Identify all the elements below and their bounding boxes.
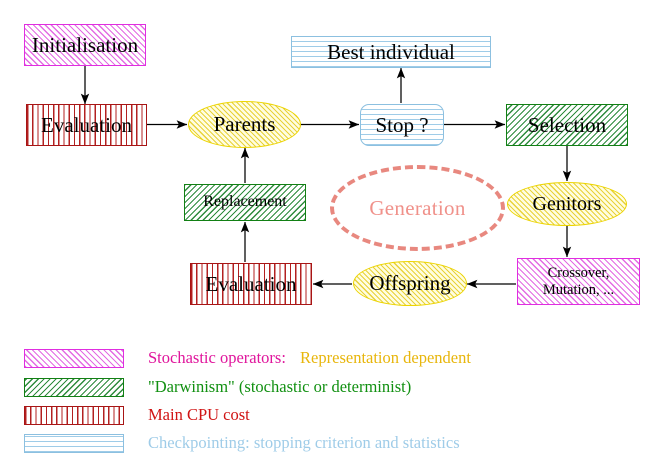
node-evaluation-bottom[interactable]: Evaluation xyxy=(190,263,312,305)
legend-row-main-cpu-cost: Main CPU cost xyxy=(24,405,250,425)
legend-row-checkpointing: Checkpointing: stopping criterion and st… xyxy=(24,433,460,453)
node-parents[interactable]: Parents xyxy=(188,101,301,148)
legend-label-main-cpu-cost: Main CPU cost xyxy=(148,405,250,424)
node-crossover-label-line1: Crossover, xyxy=(547,265,610,282)
legend-swatch-green-diagonal xyxy=(24,377,124,397)
legend-label-representation-dependent: Representation dependent xyxy=(300,348,471,367)
legend-label-darwinism: "Darwinism" (stochastic or determinist) xyxy=(148,377,412,396)
node-stop-label: Stop ? xyxy=(375,112,429,137)
node-crossover-label-line2: Mutation, ... xyxy=(542,281,615,298)
node-best-individual[interactable]: Best individual xyxy=(291,36,491,68)
node-replacement-label: Replacement xyxy=(203,193,287,211)
legend-label-checkpointing: Checkpointing: stopping criterion and st… xyxy=(148,433,460,452)
node-generation-label: Generation xyxy=(369,195,466,220)
legend-swatch-blue-horizontal xyxy=(24,433,124,453)
legend-swatch-magenta-diagonal xyxy=(24,348,124,368)
legend-row-stochastic-operators: Stochastic operators: Representation dep… xyxy=(24,348,471,368)
node-generation-loop: Generation xyxy=(330,165,505,251)
node-stop[interactable]: Stop ? xyxy=(360,104,444,146)
node-genitors[interactable]: Genitors xyxy=(507,182,627,226)
legend-swatch-red-vertical xyxy=(24,405,124,425)
node-initialisation[interactable]: Initialisation xyxy=(24,24,146,66)
node-evaluation-top-label: Evaluation xyxy=(41,112,132,137)
node-offspring-label: Offspring xyxy=(369,271,451,296)
node-selection-label: Selection xyxy=(527,112,607,137)
node-best-individual-label: Best individual xyxy=(327,39,455,64)
node-selection[interactable]: Selection xyxy=(506,104,628,146)
node-genitors-label: Genitors xyxy=(532,192,602,215)
node-crossover-mutation[interactable]: Crossover, Mutation, ... xyxy=(517,258,640,305)
node-evaluation-bottom-label: Evaluation xyxy=(205,271,297,296)
node-replacement[interactable]: Replacement xyxy=(184,184,306,221)
node-offspring[interactable]: Offspring xyxy=(353,261,467,306)
node-initialisation-label: Initialisation xyxy=(31,32,139,57)
node-parents-label: Parents xyxy=(213,112,276,137)
legend-label-stochastic-operators: Stochastic operators: xyxy=(148,348,286,367)
legend-row-darwinism: "Darwinism" (stochastic or determinist) xyxy=(24,377,411,397)
node-evaluation-top[interactable]: Evaluation xyxy=(26,104,147,146)
